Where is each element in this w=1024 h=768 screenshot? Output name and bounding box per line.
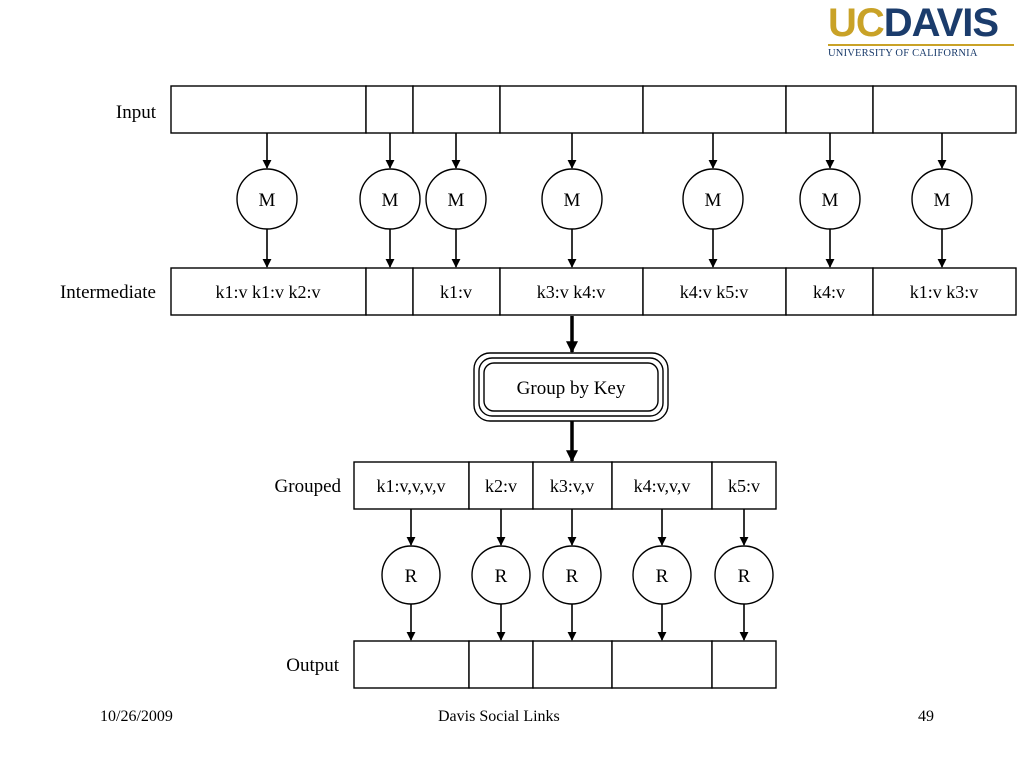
input-cell (785, 85, 874, 134)
input-cell (872, 85, 1017, 134)
intermediate-row-label: Intermediate (60, 282, 156, 303)
grouped-cell-text: k1:v,v,v,v (377, 476, 446, 496)
map-node-label: M (705, 190, 722, 211)
map-node-label: M (564, 190, 581, 211)
grouped-cell-text: k2:v (485, 476, 517, 496)
grouped-cell-text: k5:v (728, 476, 760, 496)
grouped-cell (532, 461, 613, 510)
reduce-node-label: R (656, 566, 669, 587)
intermediate-cell-text: k4:v (813, 282, 845, 302)
map-node-label: M (934, 190, 951, 211)
grouped-cell-text: k3:v,v (550, 476, 594, 496)
reduce-node-label: R (566, 566, 579, 587)
output-cell (353, 640, 470, 689)
grouped-row: k1:v,v,v,v k2:v k3:v,v k4:v,v,v k5:v (353, 461, 777, 510)
grouped-cell (611, 461, 713, 510)
intermediate-cell (365, 267, 414, 316)
output-cell (532, 640, 613, 689)
intermediate-cell-text: k3:v k4:v (537, 282, 606, 302)
map-node-label: M (259, 190, 276, 211)
logo-uc-text: UC (828, 1, 885, 45)
output-cell (611, 640, 713, 689)
mapreduce-diagram: Input Intermediate Grouped Output M M M … (60, 85, 1017, 689)
reduce-stage: R R R R R (381, 509, 774, 641)
grouped-cell (711, 461, 777, 510)
intermediate-cell-text: k1:v k3:v (910, 282, 979, 302)
intermediate-cell (170, 267, 367, 316)
output-row (353, 640, 777, 689)
intermediate-cell-text: k1:v k1:v k2:v (215, 282, 320, 302)
map-node-label: M (382, 190, 399, 211)
input-cell (499, 85, 644, 134)
intermediate-cell-text: k4:v k5:v (680, 282, 749, 302)
reduce-node-label: R (495, 566, 508, 587)
intermediate-cell (785, 267, 874, 316)
map-node-label: M (822, 190, 839, 211)
intermediate-cell-text: k1:v (440, 282, 472, 302)
uc-davis-logo: UCDAVIS UNIVERSITY OF CALIFORNIA (828, 2, 1018, 62)
input-cell (365, 85, 414, 134)
group-by-key-stage: Group by Key (473, 316, 669, 463)
footer-page-number: 49 (918, 708, 934, 725)
reduce-node-label: R (738, 566, 751, 587)
map-node-label: M (448, 190, 465, 211)
footer-title: Davis Social Links (438, 708, 560, 725)
output-cell (711, 640, 777, 689)
intermediate-row: k1:v k1:v k2:v k1:v k3:v k4:v k4:v k5:v … (170, 267, 1017, 316)
intermediate-cell (872, 267, 1017, 316)
output-row-label: Output (286, 655, 340, 676)
input-row (170, 85, 1017, 134)
input-cell (412, 85, 501, 134)
footer-date: 10/26/2009 (100, 708, 173, 725)
input-row-label: Input (116, 102, 157, 123)
logo-davis-text: DAVIS (883, 1, 999, 45)
grouped-cell (468, 461, 534, 510)
reduce-node-label: R (405, 566, 418, 587)
grouped-cell (353, 461, 470, 510)
grouped-row-label: Grouped (275, 476, 342, 497)
input-cell (642, 85, 787, 134)
input-cell (170, 85, 367, 134)
group-by-key-label: Group by Key (517, 378, 626, 399)
output-cell (468, 640, 534, 689)
intermediate-cell (499, 267, 644, 316)
logo-subtitle: UNIVERSITY OF CALIFORNIA (828, 44, 1014, 59)
grouped-cell-text: k4:v,v,v (634, 476, 691, 496)
map-stage: M M M M M M M (236, 133, 973, 268)
